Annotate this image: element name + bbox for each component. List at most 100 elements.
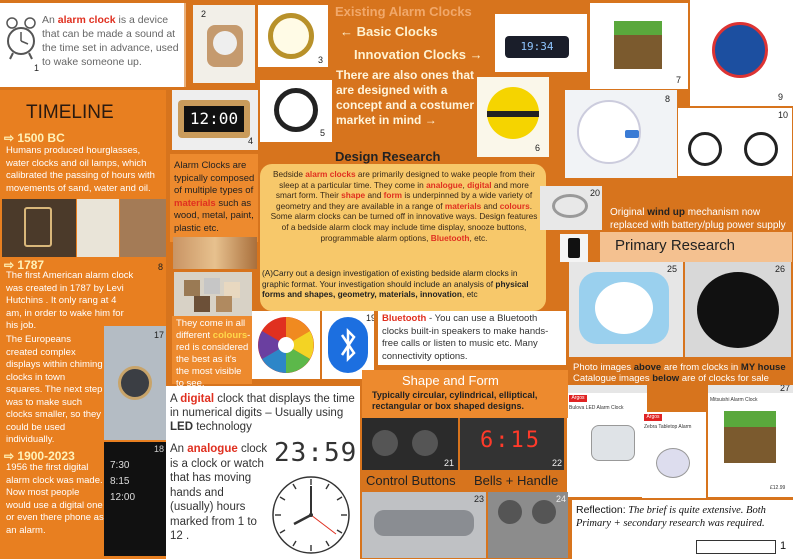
bluetooth-icon: 19: [322, 311, 374, 379]
photo-number: 25: [667, 264, 678, 274]
catalogue-item-3: Zebra Tabletop Alarm: [644, 424, 692, 430]
hourglass-photo: [2, 199, 76, 257]
photo-number: 20: [590, 188, 601, 198]
clock-photo-10: 8: [565, 90, 677, 178]
primary-caption-2: Catalogue images below are of clocks for…: [573, 373, 769, 384]
photo-number: 2: [201, 9, 207, 19]
catalogue-3: Mitsuishi Alarm Clock £12.99 27: [708, 385, 793, 497]
clock-photo-4: 12:00 4: [172, 90, 258, 150]
intro-box: An alarm clock is a device that can be m…: [0, 3, 186, 87]
colours-box: They come in all different colours- red …: [172, 316, 252, 389]
shape-title: Shape and Form: [402, 373, 499, 388]
digital-time-display: 23:59: [274, 438, 358, 468]
photo-number: 5: [320, 128, 326, 138]
concept-text: There are also ones that are designed wi…: [336, 68, 475, 127]
clock-photo-bike: 10: [678, 108, 792, 176]
design-task-text: (A)Carry out a design investigation of e…: [262, 268, 529, 300]
primary-caption-1: Photo images above are from clocks in MY…: [573, 362, 786, 373]
bedside-led-photo: 6:15 22: [460, 418, 564, 470]
clock-buttons-photo: 23: [362, 492, 486, 558]
analogue-text: An analogue clock is a clock or watch th…: [170, 443, 268, 542]
timeline-text-1900: 1956 the first digital alarm clock was m…: [6, 462, 104, 536]
timeline-text-europeans: The Europeans created complex displays w…: [6, 334, 103, 445]
phone-time-2: 8:15: [110, 476, 130, 487]
bluetooth-text: Bluetooth - You can use a Bluetooth cloc…: [382, 313, 549, 362]
catalogue-item-2: Mitsuishi Alarm Clock: [710, 397, 758, 403]
innovation-clocks-label: Innovation Clocks →: [354, 47, 483, 62]
photo-number: 10: [778, 110, 789, 120]
clock-photo-6: 19:34: [495, 14, 587, 72]
town-clock-photo: 17: [104, 326, 166, 440]
timeline-year-1900: ⇨ 1900-2023: [4, 449, 75, 463]
catalogue-1: Argos Bulova LED Alarm Clock: [567, 385, 647, 497]
primary-research-panel: [600, 232, 792, 262]
primary-photo-24: 25: [569, 262, 683, 357]
page-number-box: [696, 540, 776, 554]
photo-number: 8: [158, 262, 164, 272]
photo-number: 26: [775, 264, 786, 274]
colour-wheel: [252, 311, 320, 379]
catalogue-price: £12.99: [770, 485, 786, 491]
photo-number: 1: [34, 63, 40, 73]
phone-alarm-photo: 7:30 8:15 12:00 18: [104, 442, 166, 556]
reflection-box: Reflection: The brief is quite extensive…: [572, 500, 793, 559]
intro-text: An alarm clock is a device that can be m…: [42, 14, 179, 68]
shape-form-box: Shape and Form Typically circular, cylin…: [362, 370, 568, 418]
digital-text: A digital clock that displays the time i…: [170, 393, 355, 433]
photo-number: 22: [552, 458, 563, 468]
primary-photo-25: 26: [685, 262, 791, 357]
clock-photo-9: 6: [477, 77, 549, 157]
bluetooth-box: Bluetooth - You can use a Bluetooth cloc…: [378, 311, 566, 365]
design-text: Bedside alarm clocks are primarily desig…: [270, 169, 538, 243]
photo-number: 17: [154, 330, 165, 340]
reflection-text: Reflection: The brief is quite extensive…: [576, 504, 766, 529]
photo-number: 18: [154, 444, 165, 454]
timeline-year-1500bc: ⇨ 1500 BC: [4, 131, 65, 145]
material-cubes-photo: [174, 272, 252, 316]
photo-number: 24: [556, 494, 567, 504]
photo-number: 21: [444, 458, 455, 468]
photo-number: 6: [535, 143, 541, 153]
bells-photo: 24: [488, 492, 568, 558]
photo-number: 19: [366, 313, 374, 323]
digital-analogue-box: A digital clock that displays the time i…: [166, 386, 360, 559]
page-number: 1: [780, 540, 787, 552]
existing-title: Existing Alarm Clocks: [335, 4, 472, 19]
caption-bells-handle: Bells + Handle: [474, 473, 559, 488]
photo-number: 4: [248, 136, 254, 146]
photo-number: 3: [318, 55, 324, 65]
clock-photo-7: 7: [590, 3, 688, 89]
timeline-text-1500bc: Humans produced hourglasses, water clock…: [6, 145, 155, 194]
phone-time-3: 12:00: [110, 492, 136, 503]
clock-photo-3: 3: [258, 5, 328, 67]
clock-photo-8: 9: [690, 0, 793, 106]
photo-number: 27: [780, 385, 791, 393]
primary-title: Primary Research: [615, 237, 736, 254]
plug-photo: [560, 234, 588, 262]
water-clock-photo: [77, 199, 119, 257]
alarm-clock-icon: [6, 17, 36, 60]
photo-number: 9: [778, 92, 784, 102]
catalogue-brand: Argos: [569, 395, 587, 402]
design-research-box: Bedside alarm clocks are primarily desig…: [260, 164, 546, 311]
analogue-clock-icon: [272, 476, 350, 554]
timeline-year-1787: ⇨ 1787: [4, 258, 45, 272]
clock-photo-5: 5: [260, 80, 332, 142]
materials-box: Alarm Clocks are typically composed of m…: [170, 154, 258, 242]
caption-control-buttons: Control Buttons: [366, 473, 456, 488]
timeline-text-1787: The first American alarm clock was creat…: [6, 270, 134, 331]
materials-text: Alarm Clocks are typically composed of m…: [174, 160, 255, 234]
phone-time-1: 7:30: [110, 460, 130, 471]
catalogue-2: Argos Zebra Tabletop Alarm: [642, 412, 706, 498]
led-display: 6:15: [480, 428, 541, 453]
basic-clocks-label: ← Basic Clocks: [340, 24, 438, 39]
windup-text: Original wind up mechanism now replaced …: [610, 207, 786, 231]
photo-number: 7: [676, 75, 682, 85]
timeline-title: TIMELINE: [26, 102, 114, 123]
photo-number: 8: [665, 94, 671, 104]
clock-photo-2: 2: [193, 5, 255, 83]
photo-number: 23: [474, 494, 485, 504]
shape-text: Typically circular, cylindrical, ellipti…: [372, 390, 538, 411]
colours-text: They come in all different colours- red …: [176, 318, 251, 389]
catalogue-brand-2: Argos: [644, 414, 662, 421]
